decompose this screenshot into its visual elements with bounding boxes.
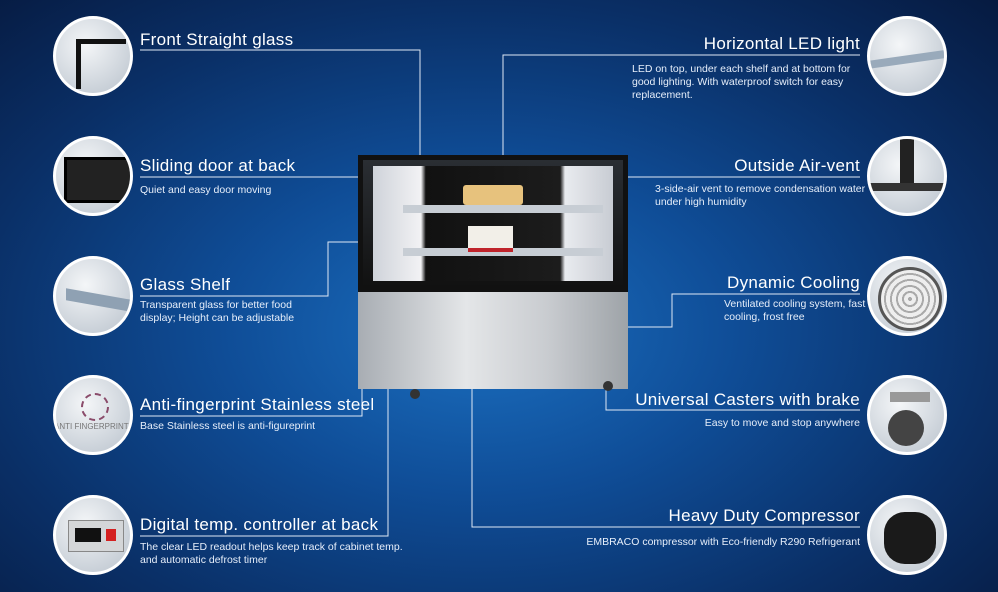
feature-title-front-glass: Front Straight glass xyxy=(140,30,294,49)
cake xyxy=(468,226,513,252)
glass-shelf-icon xyxy=(53,256,133,336)
feature-title-glass-shelf: Glass Shelf xyxy=(140,275,231,294)
stainless-base xyxy=(358,292,628,389)
caster xyxy=(410,389,420,399)
glass-cabinet xyxy=(358,155,628,292)
lower-shelf xyxy=(403,248,603,256)
display-fridge xyxy=(358,155,628,399)
feature-desc-led: LED on top, under each shelf and at bott… xyxy=(632,63,851,101)
cake xyxy=(463,185,523,205)
feature-desc-sliding-door: Quiet and easy door moving xyxy=(140,184,272,196)
feature-title-cooling: Dynamic Cooling xyxy=(727,273,860,292)
feature-desc-controller: The clear LED readout helps keep track o… xyxy=(140,541,403,566)
feature-desc-stainless: Base Stainless steel is anti-figureprint xyxy=(140,420,316,432)
sliding-door-icon xyxy=(53,136,133,216)
compressor-icon xyxy=(867,495,947,575)
feature-desc-air-vent: 3-side-air vent to remove condensation w… xyxy=(655,183,866,208)
controller-icon xyxy=(53,495,133,575)
caster-icon xyxy=(867,375,947,455)
fingerprint-icon: ANTI FINGERPRINT xyxy=(53,375,133,455)
feature-title-casters: Universal Casters with brake xyxy=(635,390,860,409)
air-vent-icon xyxy=(867,136,947,216)
fan-icon xyxy=(867,256,947,336)
feature-title-air-vent: Outside Air-vent xyxy=(734,156,860,175)
feature-desc-compressor: EMBRACO compressor with Eco-friendly R29… xyxy=(586,536,860,548)
feature-title-led: Horizontal LED light xyxy=(703,34,860,53)
feature-desc-casters: Easy to move and stop anywhere xyxy=(704,417,860,429)
feature-title-compressor: Heavy Duty Compressor xyxy=(668,506,860,525)
feature-title-stainless: Anti-fingerprint Stainless steel xyxy=(140,395,375,414)
upper-shelf xyxy=(403,205,603,213)
feature-title-sliding-door: Sliding door at back xyxy=(140,156,296,175)
led-icon xyxy=(867,16,947,96)
feature-desc-cooling: Ventilated cooling system, fast cooling,… xyxy=(724,298,866,323)
front-glass-icon xyxy=(53,16,133,96)
feature-title-controller: Digital temp. controller at back xyxy=(140,515,379,534)
feature-desc-glass-shelf: Transparent glass for better food displa… xyxy=(140,299,295,324)
caster xyxy=(603,381,613,391)
